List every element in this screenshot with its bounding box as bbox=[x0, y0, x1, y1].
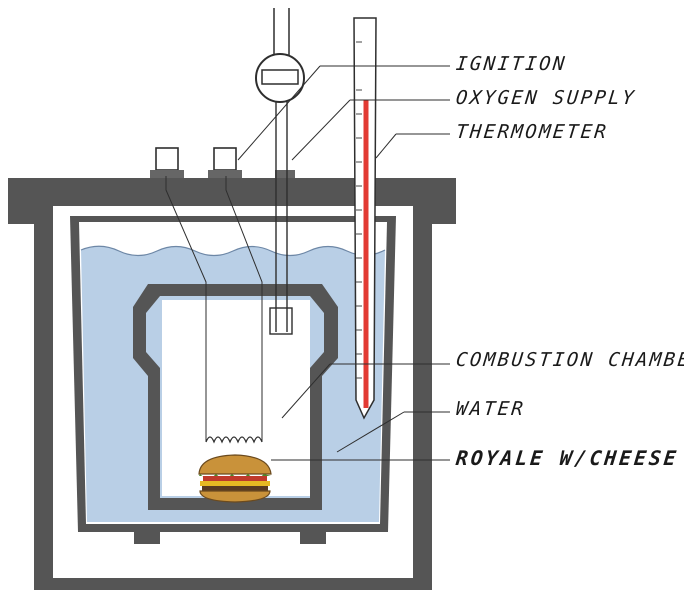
label-combustion-chamber: COMBUSTION CHAMBER bbox=[454, 349, 684, 371]
lid-posts bbox=[150, 147, 295, 178]
thermometer-icon bbox=[353, 17, 377, 420]
ignition-coil bbox=[205, 436, 263, 444]
oxygen-supply-tube bbox=[255, 8, 305, 335]
label-thermometer: THERMOMETER bbox=[454, 121, 610, 143]
label-ignition: IGNITION bbox=[454, 53, 568, 75]
leader-lines bbox=[237, 65, 450, 461]
label-water: WATER bbox=[454, 398, 527, 420]
combustion-chamber bbox=[133, 284, 338, 510]
ignition-wires bbox=[165, 176, 263, 444]
burger-icon bbox=[198, 454, 272, 503]
ignition-gauge-icon bbox=[255, 53, 305, 103]
label-sample: ROYALE W/CHEESE bbox=[454, 446, 680, 470]
label-oxygen-supply: OXYGEN SUPPLY bbox=[454, 87, 638, 109]
